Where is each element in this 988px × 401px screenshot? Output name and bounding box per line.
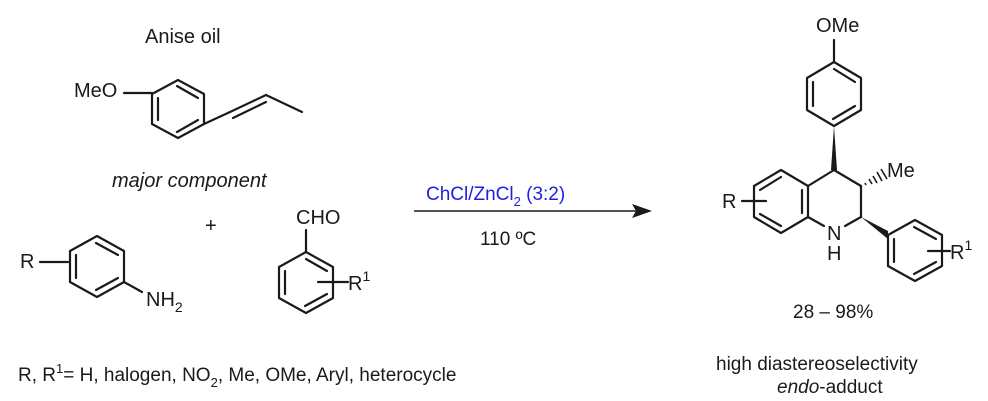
product-h-label: H	[827, 243, 841, 265]
catalyst-label: ChCl/ZnCl2 (3:2)	[426, 184, 565, 209]
yield-label: 28 – 98%	[793, 302, 873, 323]
aldehyde-cho-label: CHO	[296, 207, 340, 229]
anethole-meo-label: MeO	[74, 80, 117, 102]
aniline-structure: R NH2	[20, 234, 183, 315]
adduct-label: endo-adduct	[777, 377, 883, 398]
selectivity-label: high diastereoselectivity	[716, 354, 918, 375]
product-ome-label: OMe	[816, 15, 859, 37]
anethole-caption: major component	[112, 170, 268, 192]
benzaldehyde-structure: CHO R1	[277, 207, 370, 315]
plus-sign: +	[205, 215, 217, 237]
product-r1-label: R1	[950, 237, 972, 264]
methyl-hash-bond	[864, 168, 888, 186]
anethole-structure: MeO	[74, 78, 304, 140]
anise-oil-title: Anise oil	[145, 26, 221, 48]
temperature-label: 110 ºC	[480, 229, 536, 250]
reaction-arrow	[414, 204, 652, 218]
aniline-r-label: R	[20, 251, 34, 273]
product-me-label: Me	[887, 160, 915, 182]
aniline-nh2-label: NH2	[146, 289, 183, 315]
product-structure: OMe Me N H R	[722, 15, 972, 283]
aldehyde-r1-label: R1	[348, 268, 370, 295]
substituent-scope-label: R, R1= H, halogen, NO2, Me, OMe, Aryl, h…	[18, 361, 456, 390]
product-n-label: N	[827, 223, 841, 245]
product-r-label: R	[722, 191, 736, 213]
